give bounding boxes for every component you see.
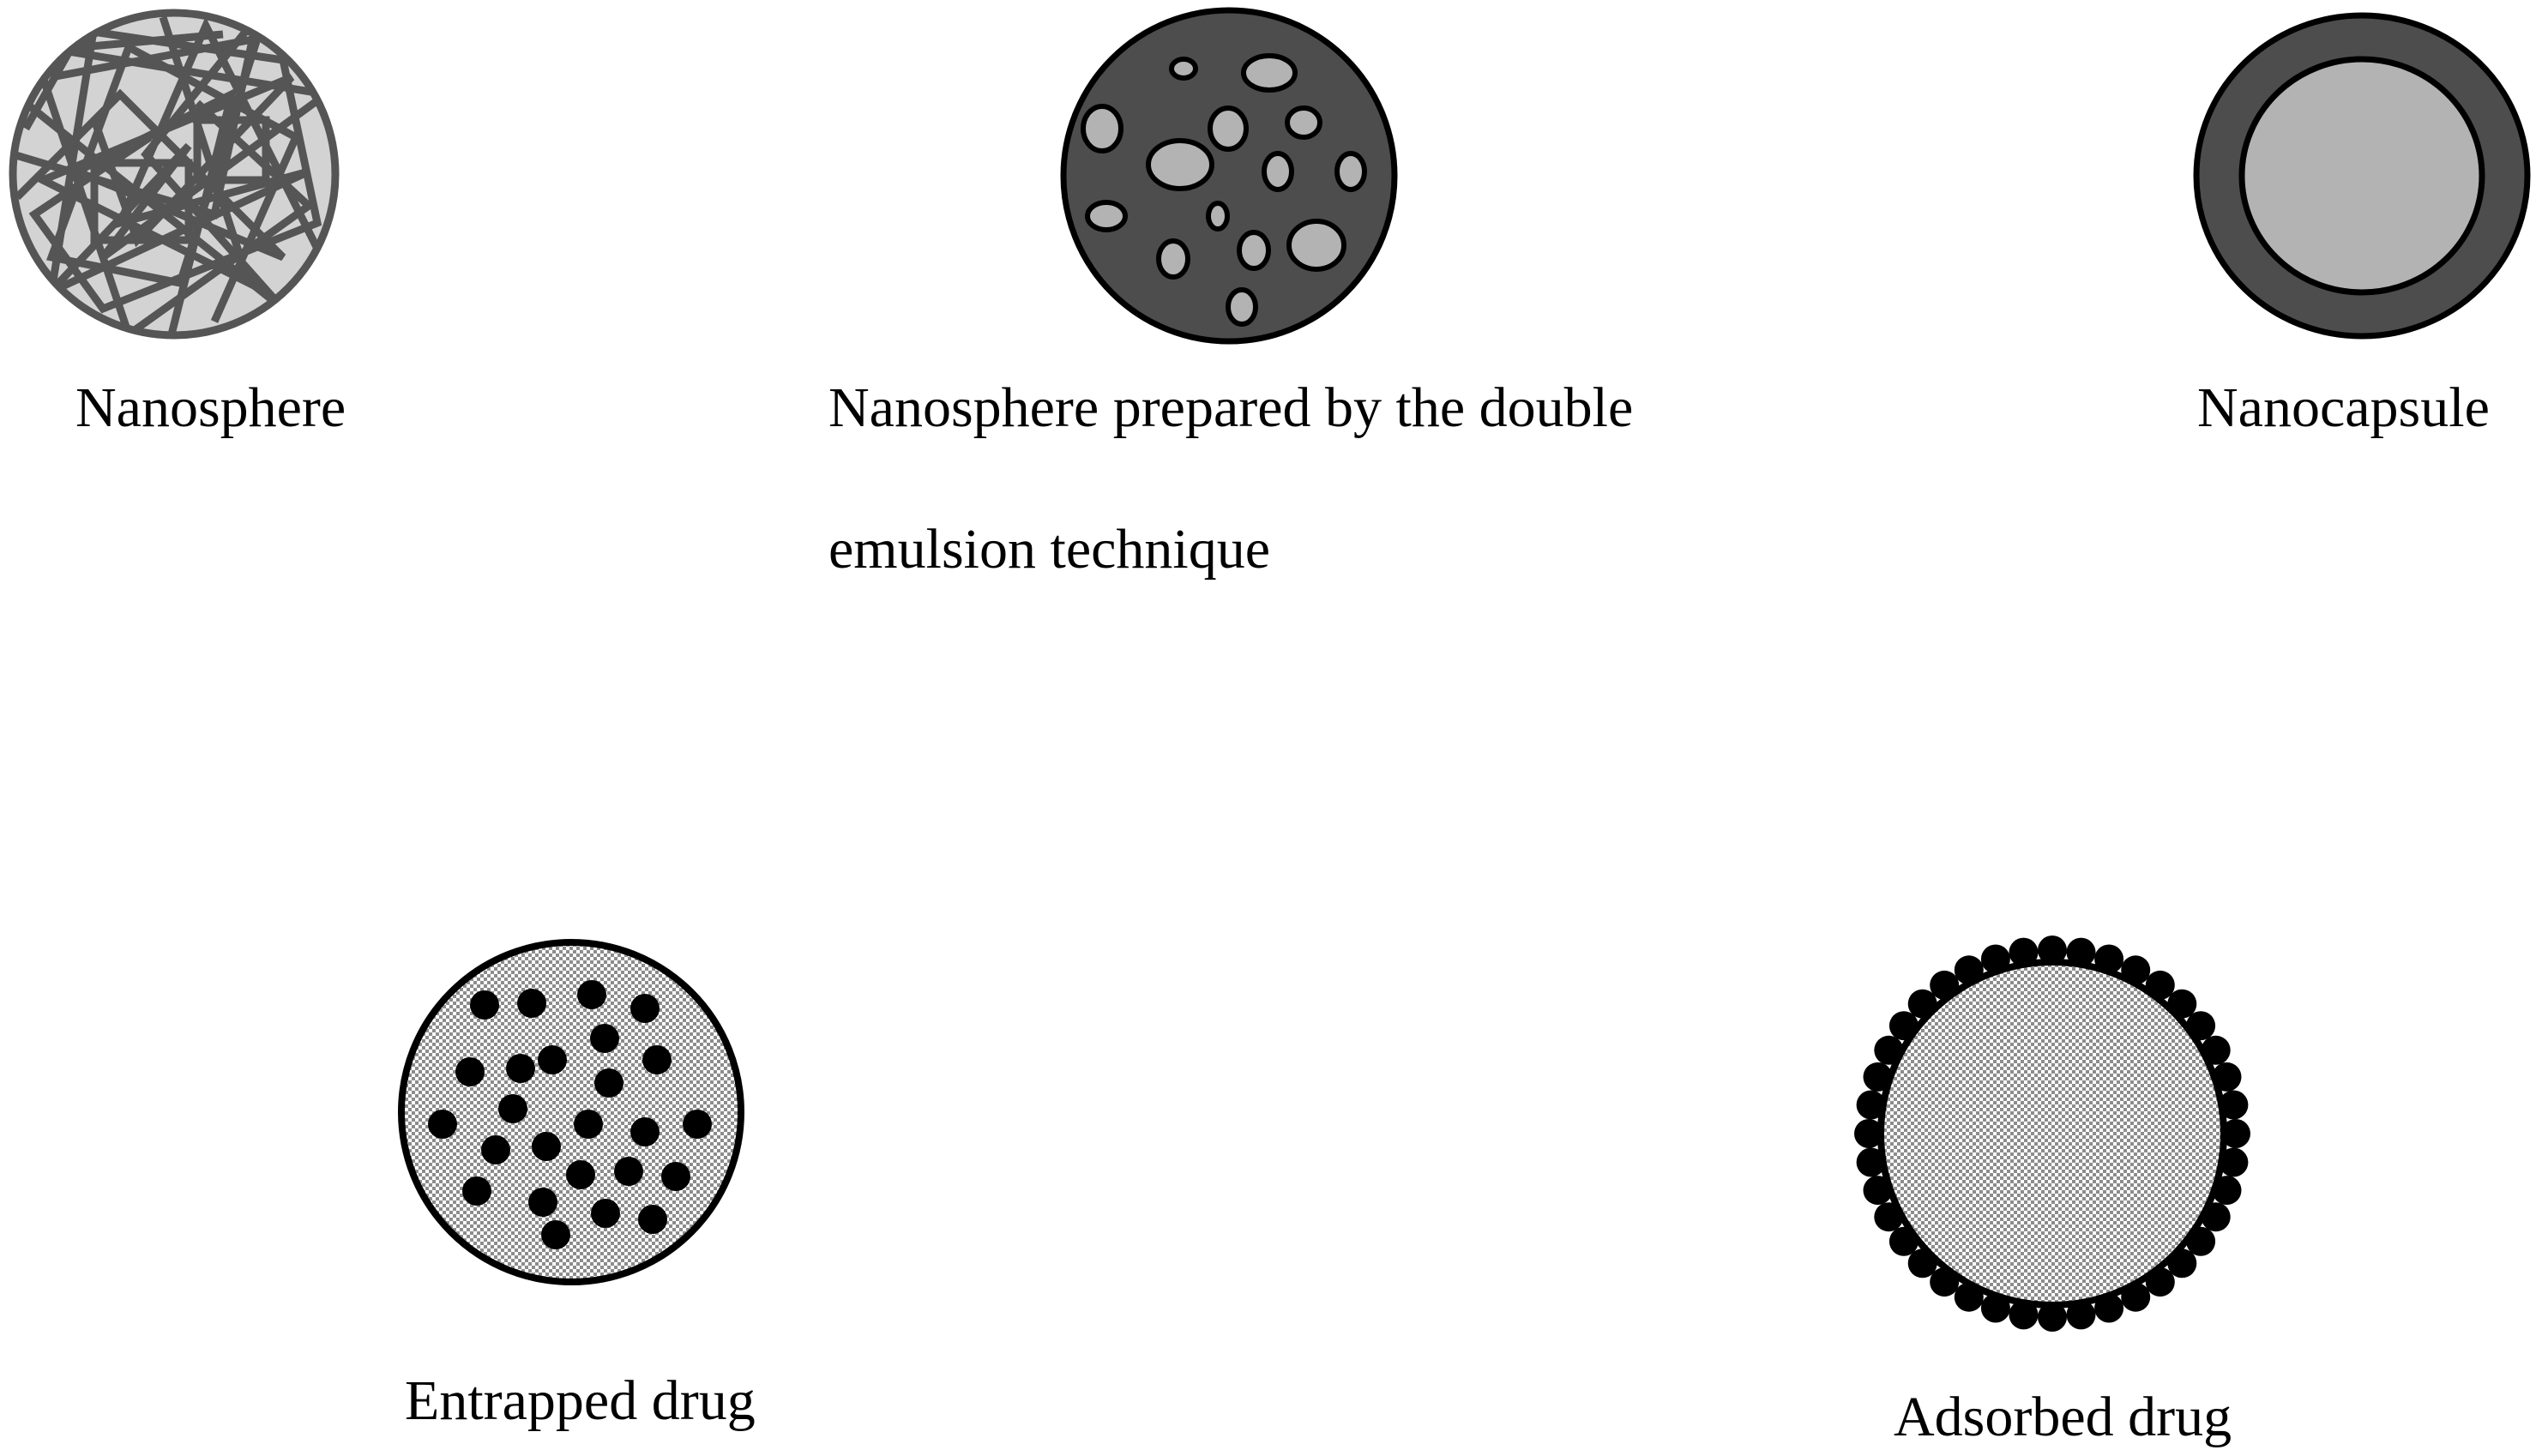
caption-adsorbed-drug: Adsorbed drug: [1894, 1386, 2232, 1448]
caption-double-emulsion-line2: emulsion technique: [828, 518, 1270, 581]
caption-nanocapsule: Nanocapsule: [2197, 376, 2490, 439]
entrapped-drug-icon: [398, 939, 744, 1285]
adsorbed-drug-dot: [2038, 1303, 2067, 1332]
adsorbed-drug-dot: [1856, 1147, 1886, 1177]
nanosphere-icon: [9, 9, 340, 340]
caption-double-emulsion-line1: Nanosphere prepared by the double: [828, 376, 1633, 439]
adsorbed-drug-dot: [2066, 1300, 2096, 1330]
adsorbed-drug-dot: [2219, 1147, 2249, 1177]
caption-entrapped-drug: Entrapped drug: [405, 1369, 756, 1432]
adsorbed-drug-dot: [2219, 1090, 2249, 1120]
adsorbed-drug-dot: [2066, 937, 2096, 967]
adsorbed-drug-dot: [2221, 1119, 2250, 1148]
adsorbed-drug-dot: [2038, 936, 2067, 965]
nanocapsule-icon: [2193, 12, 2531, 340]
adsorbed-drug-icon: [1854, 936, 2250, 1332]
double-emulsion-nanosphere-icon: [1060, 7, 1398, 345]
caption-nanosphere: Nanosphere: [75, 376, 346, 439]
adsorbed-drug-dot: [1856, 1090, 1886, 1120]
adsorbed-drug-dot: [2009, 937, 2039, 967]
adsorbed-drug-dot: [1854, 1119, 1883, 1148]
adsorbed-drug-dot: [2009, 1300, 2039, 1330]
